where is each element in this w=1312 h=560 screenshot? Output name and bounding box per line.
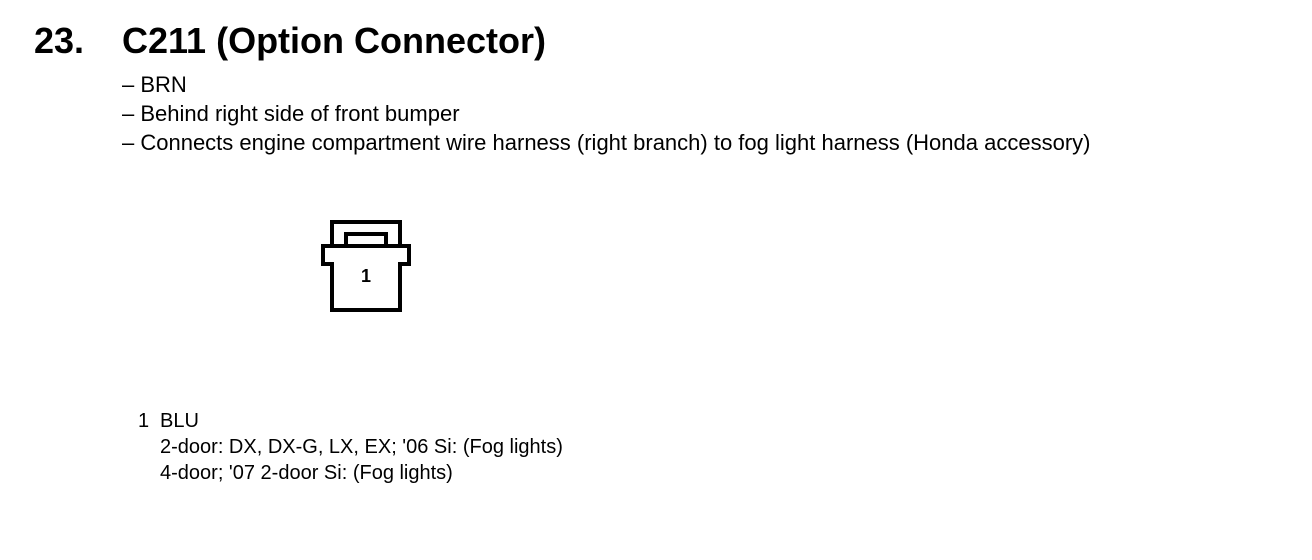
- connector-outline: [321, 220, 411, 312]
- pin-entry: 1 BLU: [138, 408, 563, 434]
- pin-note: 2-door: DX, DX-G, LX, EX; '06 Si: (Fog l…: [160, 436, 563, 458]
- section-number: 23.: [34, 20, 85, 61]
- detail-location: – Behind right side of front bumper: [122, 101, 460, 126]
- detail-color: – BRN: [122, 72, 187, 97]
- section-title: C211 (Option Connector): [122, 20, 547, 61]
- pin-number: 1: [138, 410, 150, 432]
- section-heading: 23. C211 (Option Connector): [34, 18, 546, 64]
- pin-list: 1 BLU 2-door: DX, DX-G, LX, EX; '06 Si: (…: [138, 408, 563, 486]
- connector-details: – BRN – Behind right side of front bumpe…: [122, 70, 1090, 157]
- pin-note: 4-door; '07 2-door Si: (Fog lights): [160, 462, 453, 484]
- connector-diagram: 1: [321, 220, 411, 312]
- connector-pin-label: 1: [361, 266, 371, 286]
- detail-connection: – Connects engine compartment wire harne…: [122, 130, 1091, 155]
- connector-latch: [332, 232, 400, 248]
- pin-wire-color: BLU: [160, 410, 199, 432]
